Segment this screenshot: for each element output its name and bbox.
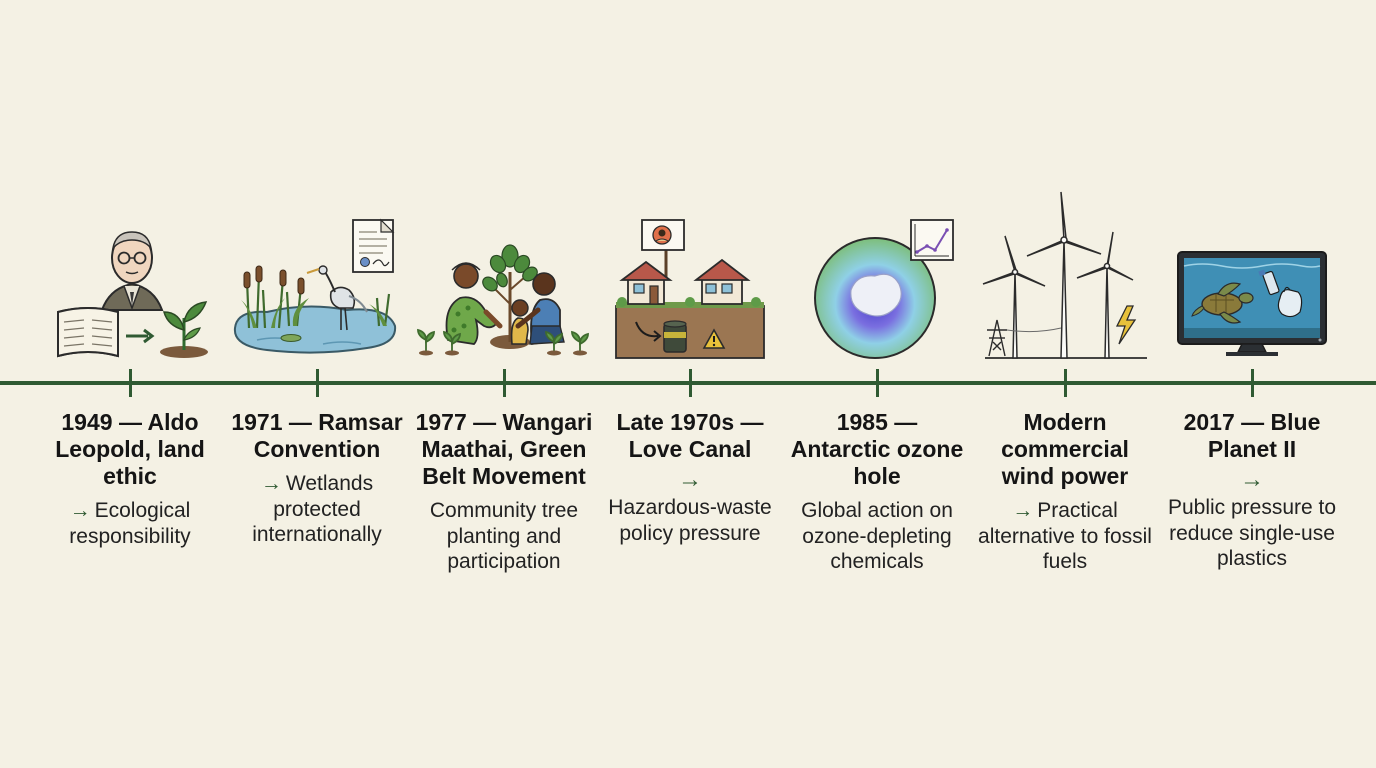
milestone-title: Modern commercial wind power xyxy=(1001,409,1129,489)
ozone-globe-chart-icon xyxy=(787,180,967,366)
milestone-outcome: Global action on ozone-depleting chemica… xyxy=(785,498,969,575)
timeline-tick xyxy=(503,369,506,397)
milestone-outcome-text: Ecological responsibility xyxy=(69,499,191,548)
milestone-wind-power: Modern commercial wind power →Practical … xyxy=(973,409,1157,575)
milestone-1971-ramsar: 1971 — Ramsar Convention →Wetlands prote… xyxy=(225,409,409,548)
milestone-outcome-text: Practical alternative to fossil fuels xyxy=(978,499,1152,573)
milestone-outcome-text: Community tree planting and participatio… xyxy=(429,499,579,573)
milestone-title: 1949 — Aldo Leopold, land ethic xyxy=(55,409,205,489)
milestone-outcome: Hazardous-waste policy pressure xyxy=(598,495,782,546)
milestone-love-canal: Late 1970s — Love Canal → Hazardous-wast… xyxy=(598,409,782,546)
arrow-right-icon: → xyxy=(69,499,91,522)
milestone-outcome: Community tree planting and participatio… xyxy=(412,498,596,575)
timeline-tick xyxy=(1251,369,1254,397)
milestone-1949-leopold: 1949 — Aldo Leopold, land ethic →Ecologi… xyxy=(38,409,222,549)
milestone-outcome-text: Public pressure to reduce single-use pla… xyxy=(1167,496,1337,570)
milestone-outcome-text: Global action on ozone-depleting chemica… xyxy=(801,499,953,573)
milestone-outcome: →Practical alternative to fossil fuels xyxy=(973,498,1157,575)
milestone-outcome-text: Wetlands protected internationally xyxy=(252,472,382,546)
milestone-title: 2017 — Blue Planet II xyxy=(1183,409,1321,462)
timeline-tick xyxy=(316,369,319,397)
timeline-tick xyxy=(876,369,879,397)
milestone-title: 1971 — Ramsar Convention xyxy=(231,409,403,462)
houses-toxic-barrel-icon xyxy=(600,180,780,366)
milestone-outcome: Public pressure to reduce single-use pla… xyxy=(1160,495,1344,572)
milestone-1977-green-belt: 1977 — Wangari Maathai, Green Belt Movem… xyxy=(412,409,596,575)
timeline-tick xyxy=(689,369,692,397)
milestone-outcome: →Wetlands protected internationally xyxy=(225,471,409,548)
wetland-heron-document-icon xyxy=(227,180,407,366)
tv-sea-turtle-plastic-icon xyxy=(1162,180,1342,366)
arrow-right-icon: → xyxy=(1012,499,1034,522)
timeline-tick xyxy=(129,369,132,397)
arrow-right-icon: → xyxy=(260,472,282,495)
milestone-1985-ozone: 1985 — Antarctic ozone hole Global actio… xyxy=(785,409,969,575)
milestone-title: 1977 — Wangari Maathai, Green Belt Movem… xyxy=(415,409,593,489)
milestone-title: Late 1970s — Love Canal xyxy=(616,409,764,462)
timeline-tick xyxy=(1064,369,1067,397)
timeline-axis xyxy=(0,381,1376,385)
arrow-right-icon: → xyxy=(678,466,702,493)
wind-turbines-icon xyxy=(975,180,1155,366)
milestone-outcome-text: Hazardous-waste policy pressure xyxy=(608,496,772,545)
milestone-title: 1985 — Antarctic ozone hole xyxy=(790,409,964,489)
milestone-2017-blue-planet: 2017 — Blue Planet II → Public pressure … xyxy=(1160,409,1344,572)
book-sprout-portrait-icon xyxy=(40,180,220,366)
milestone-outcome: →Ecological responsibility xyxy=(38,498,222,549)
arrow-right-icon: → xyxy=(1240,466,1264,493)
tree-planting-people-icon xyxy=(414,180,594,366)
